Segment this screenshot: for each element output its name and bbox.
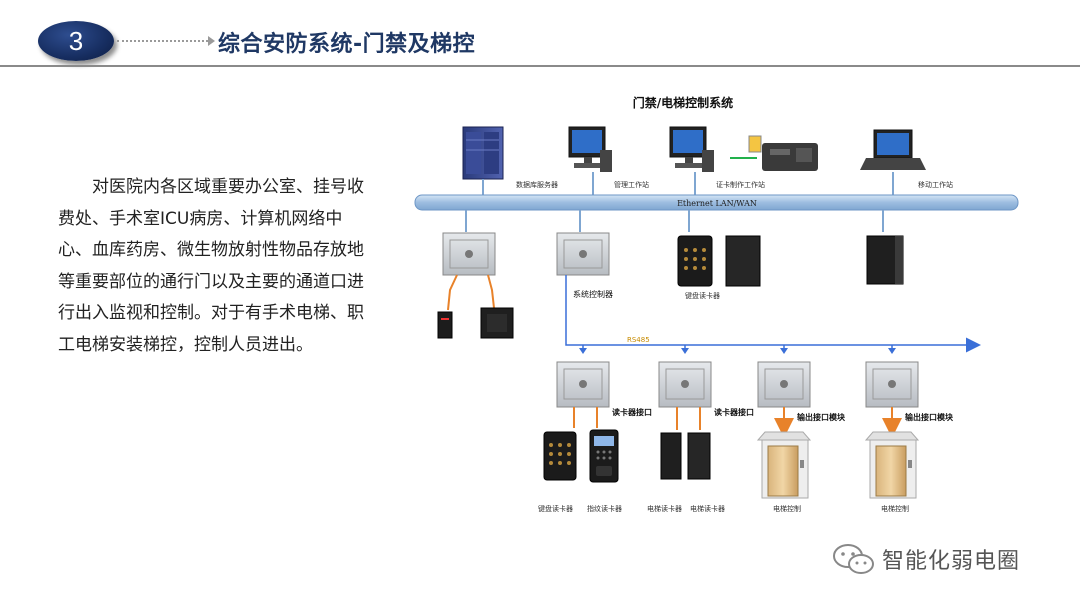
access-control-diagram: 门禁/电梯控制系统 数据库服务器 管理工作站 证卡制作工作站 移动工作站 xyxy=(414,95,1019,513)
mgmt-station-label: 管理工作站 xyxy=(614,180,649,189)
page-title: 综合安防系统-门禁及梯控 xyxy=(218,32,476,57)
output-interface-2-label: 输出接口模块 xyxy=(905,412,954,422)
reader-panel-top-icon xyxy=(725,235,761,287)
bottom-orange-wires xyxy=(573,407,701,430)
output-interface-1-label: 输出接口模块 xyxy=(797,412,846,422)
card-printer-icon xyxy=(748,135,818,171)
keypad-reader-bottom-icon xyxy=(543,431,577,481)
elevator-2-icon xyxy=(864,431,920,499)
controller-left-icon xyxy=(442,232,496,276)
keypad-reader-top-icon xyxy=(677,235,713,287)
diagram-title: 门禁/电梯控制系统 xyxy=(633,95,733,110)
output-interface-controller-1-icon xyxy=(757,361,811,408)
section-number-badge: 3 xyxy=(38,21,114,61)
rs485-label: RS485 xyxy=(627,336,650,344)
header-divider xyxy=(0,65,1080,67)
elevator-control-1-label: 电梯控制 xyxy=(773,504,801,513)
output-interface-controller-2-icon xyxy=(865,361,919,408)
bus-drop-lines xyxy=(465,210,884,232)
elevator-reader-1-icon xyxy=(660,432,682,480)
card-station-label: 证卡制作工作站 xyxy=(716,180,765,189)
rs485-drop-lines xyxy=(582,345,893,348)
fingerprint-reader-icon xyxy=(589,429,619,483)
keypad-reader-top-label: 键盘读卡器 xyxy=(685,291,720,300)
left-orange-wire-1 xyxy=(447,274,458,311)
fingerprint-reader-label: 指纹读卡器 xyxy=(587,504,622,513)
body-paragraph: 对医院内各区域重要办公室、挂号收费处、手术室ICU病房、计算机网络中心、血库药房… xyxy=(58,177,364,355)
elevator-reader-2-label: 电梯读卡器 xyxy=(690,504,725,513)
reader-left-2-icon xyxy=(480,307,514,339)
wechat-icon xyxy=(833,544,874,574)
management-workstation-icon xyxy=(568,126,612,172)
elevator-1-icon xyxy=(756,431,812,499)
card-station-icon xyxy=(669,126,714,172)
elevator-control-2-label: 电梯控制 xyxy=(881,504,909,513)
reader-interface-1-label: 读卡器接口 xyxy=(612,407,652,417)
standalone-reader-right-icon xyxy=(866,235,904,285)
header-arrow-icon xyxy=(208,36,215,46)
system-controller-icon xyxy=(556,232,610,276)
rs485-bus xyxy=(565,275,981,353)
database-server-icon xyxy=(462,126,504,180)
elevator-reader-1-label: 电梯读卡器 xyxy=(647,504,682,513)
watermark-text: 智能化弱电圈 xyxy=(882,549,1021,574)
mobile-workstation-icon xyxy=(860,129,926,170)
top-device-connectors xyxy=(482,172,894,195)
keypad-reader-bottom-label: 键盘读卡器 xyxy=(538,504,573,513)
mobile-station-label: 移动工作站 xyxy=(918,180,953,189)
reader-interface-controller-1-icon xyxy=(556,361,610,408)
header-dotted-connector xyxy=(117,40,212,42)
reader-interface-controller-2-icon xyxy=(658,361,712,408)
section-number: 3 xyxy=(68,26,84,56)
ethernet-bus xyxy=(414,194,1019,211)
system-controller-label: 系统控制器 xyxy=(573,289,613,299)
network-label: Ethernet LAN/WAN xyxy=(677,199,757,208)
db-server-label: 数据库服务器 xyxy=(516,180,558,189)
reader-interface-2-label: 读卡器接口 xyxy=(714,407,754,417)
elevator-reader-2-icon xyxy=(687,432,711,480)
reader-left-1-icon xyxy=(437,311,453,339)
rs485-drop-arrows xyxy=(579,348,896,354)
left-orange-wire-2 xyxy=(487,274,495,309)
